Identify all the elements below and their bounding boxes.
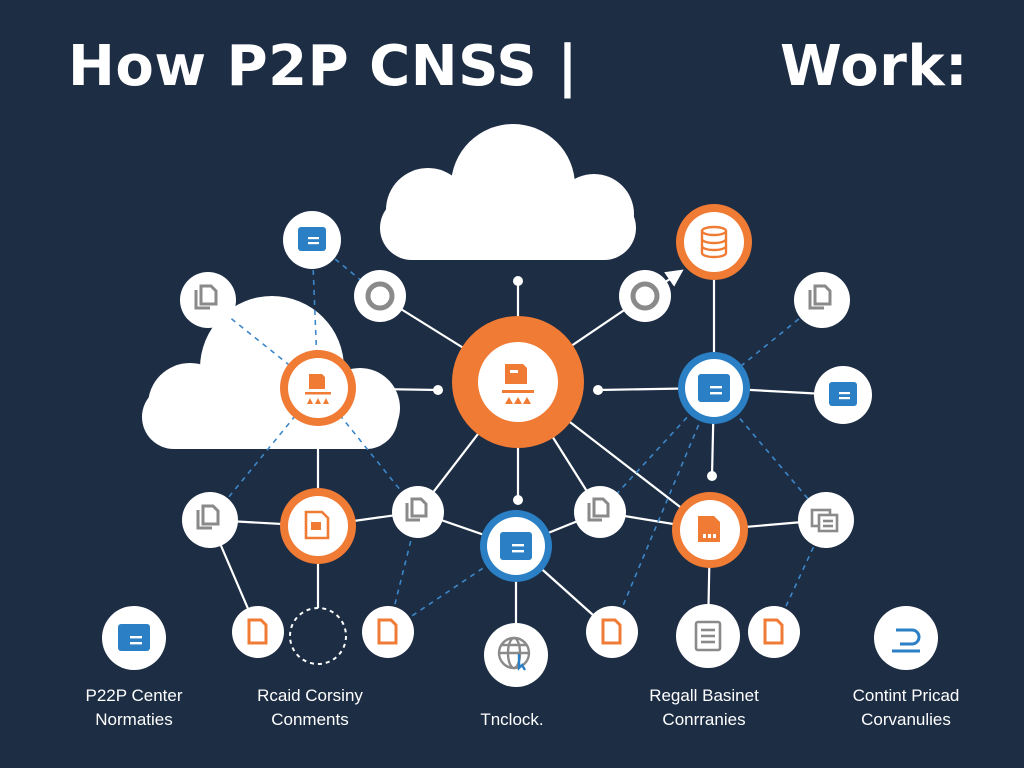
dashed-empty-node <box>289 607 347 665</box>
label-p2p-center: P22P Center Normaties <box>24 684 244 732</box>
connector-icon <box>892 628 921 653</box>
orange-file-node-bottom-2 <box>362 606 414 658</box>
label-line: Contint Pricad <box>852 686 960 705</box>
cloud-shape-top <box>380 124 636 260</box>
document-icon <box>298 227 326 251</box>
grey-document-node-bottom <box>676 604 740 668</box>
orange-file-node-right <box>672 492 748 568</box>
label-line: Regall Basinet <box>649 686 759 705</box>
document-icon <box>829 382 857 406</box>
central-hub-node <box>452 316 584 448</box>
label-rcaid-corsiny: Rcaid Corsiny Conments <box>200 684 420 732</box>
label-regall-basinet: Regall Basinet Conrranies <box>594 684 814 732</box>
label-line: Rcaid Corsiny <box>257 686 363 705</box>
connector-node-bottom-right <box>874 606 938 670</box>
grey-file-node-top-left <box>180 272 236 328</box>
label-line: Tnclock. <box>480 710 544 729</box>
label-line: Conments <box>271 710 349 729</box>
document-node-bottom-left <box>102 606 166 670</box>
file-icon <box>405 497 428 522</box>
page-title-left: How P2P CNSS | <box>68 34 579 99</box>
grey-file-node-center-right <box>574 486 626 538</box>
file-icon <box>601 618 622 645</box>
file-icon <box>698 516 720 542</box>
blue-document-node-right <box>678 352 750 424</box>
page-title-right: Work: <box>780 34 968 99</box>
orange-file-node-bottom-4 <box>748 606 800 658</box>
document-node-right <box>814 366 872 424</box>
files-icon <box>810 508 839 533</box>
grey-file-node-left <box>182 492 238 548</box>
server-node-icon <box>305 374 331 404</box>
file-icon <box>763 618 784 645</box>
document-node-top-left <box>283 211 341 269</box>
file-icon <box>808 284 832 310</box>
globe-node <box>484 623 548 687</box>
cloud-shape-left <box>142 296 400 449</box>
globe-icon <box>497 636 531 670</box>
ring-node-right <box>619 270 671 322</box>
file-icon <box>247 618 268 645</box>
connection-dots <box>433 276 717 505</box>
file-icon <box>587 497 610 522</box>
grey-file-node-top-right <box>794 272 850 328</box>
file-icon <box>196 504 220 530</box>
file-icon <box>194 284 218 310</box>
label-tnclock: Tnclock. <box>402 708 622 732</box>
blue-document-node-bottom <box>480 510 552 582</box>
document-icon <box>500 532 532 560</box>
document-icon <box>698 374 730 402</box>
document-icon <box>118 624 150 651</box>
label-line: Normaties <box>95 710 173 729</box>
cursor-icon <box>517 654 527 671</box>
database-icon <box>700 225 728 259</box>
grey-files-node-right <box>798 492 854 548</box>
orange-file-node-bottom-1 <box>232 606 284 658</box>
orange-file-node-bottom-3 <box>586 606 638 658</box>
file-icon <box>304 510 330 540</box>
label-line: P22P Center <box>85 686 183 705</box>
server-node-icon <box>502 364 534 404</box>
orange-file-node-left <box>280 488 356 564</box>
file-icon <box>377 618 398 645</box>
label-line: Corvanulies <box>861 710 951 729</box>
ring-node-left <box>354 270 406 322</box>
label-contint-pricad: Contint Pricad Corvanulies <box>796 684 1016 732</box>
database-node <box>676 204 752 280</box>
grey-file-node-center-left <box>392 486 444 538</box>
document-icon <box>694 620 722 652</box>
cloud-server-node <box>280 350 356 426</box>
label-line: Conrranies <box>662 710 746 729</box>
